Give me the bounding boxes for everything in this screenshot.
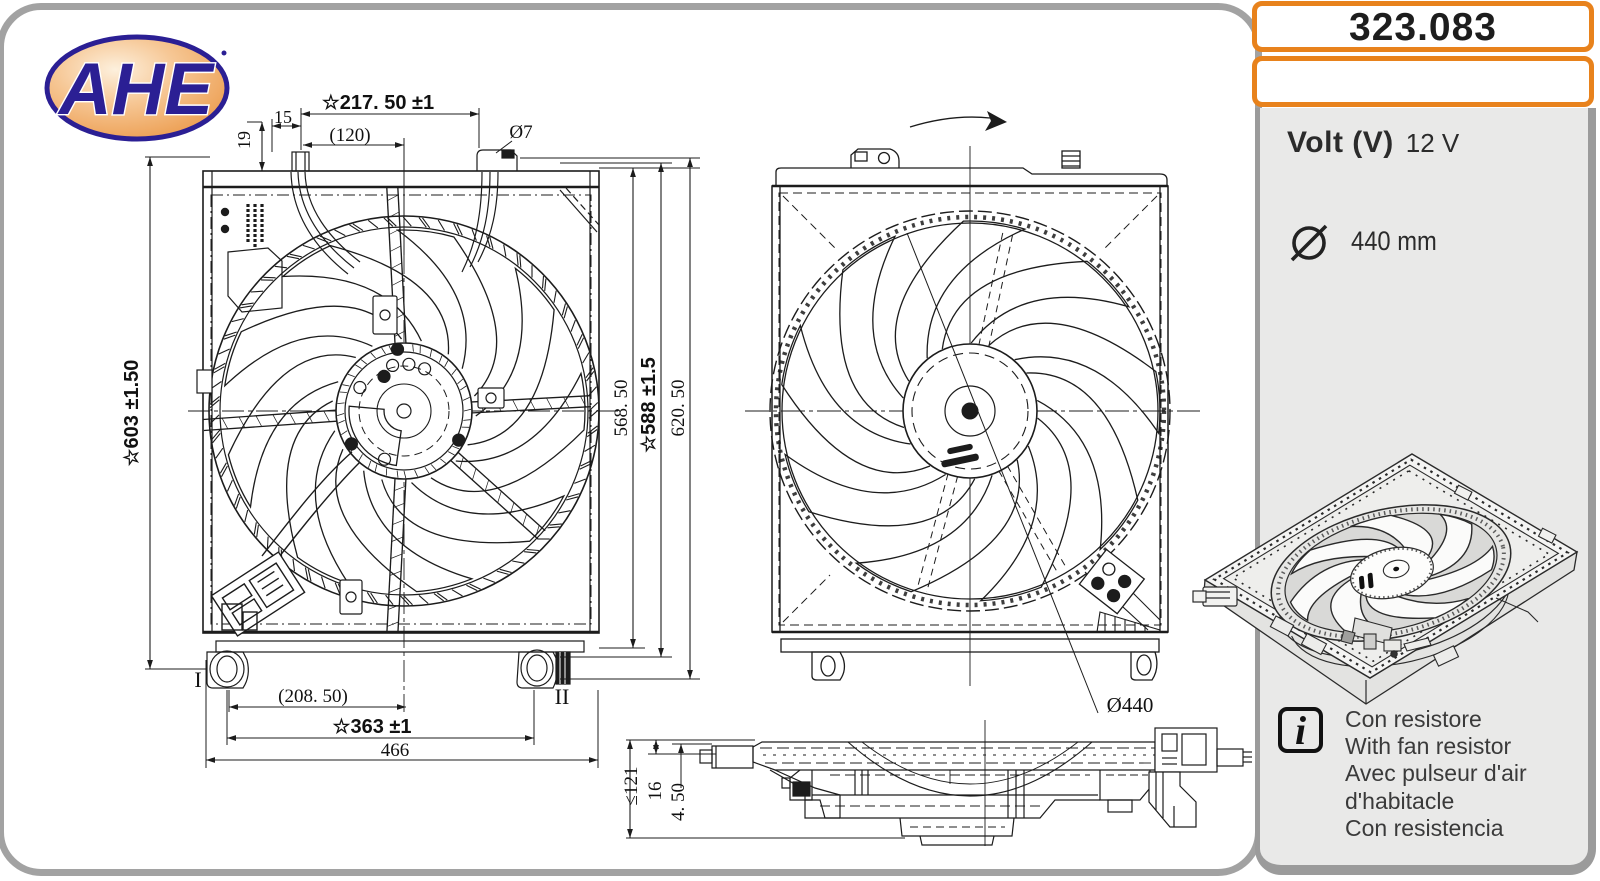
svg-text:4. 50: 4. 50 <box>668 783 689 821</box>
svg-text:15: 15 <box>274 107 292 127</box>
svg-text:Ø440: Ø440 <box>1107 693 1154 717</box>
svg-text:AHE: AHE <box>57 49 215 130</box>
svg-text:☆588 ±1.5: ☆588 ±1.5 <box>638 357 660 453</box>
svg-text:16: 16 <box>645 782 666 801</box>
svg-text:19: 19 <box>234 131 254 149</box>
svg-text:I: I <box>194 667 201 692</box>
svg-text:466: 466 <box>381 740 410 761</box>
svg-text:Ø7: Ø7 <box>509 122 532 143</box>
svg-text:568. 50: 568. 50 <box>611 380 632 437</box>
svg-text:≤121: ≤121 <box>621 767 642 806</box>
svg-text:(120): (120) <box>329 125 370 146</box>
svg-text:II: II <box>555 684 570 709</box>
svg-text:(208. 50): (208. 50) <box>278 686 348 707</box>
svg-text:☆363 ±1: ☆363 ±1 <box>333 716 412 738</box>
svg-text:620. 50: 620. 50 <box>668 380 689 437</box>
svg-text:☆603 ±1.50: ☆603 ±1.50 <box>121 360 143 467</box>
svg-text:☆217. 50 ±1: ☆217. 50 ±1 <box>322 92 434 114</box>
